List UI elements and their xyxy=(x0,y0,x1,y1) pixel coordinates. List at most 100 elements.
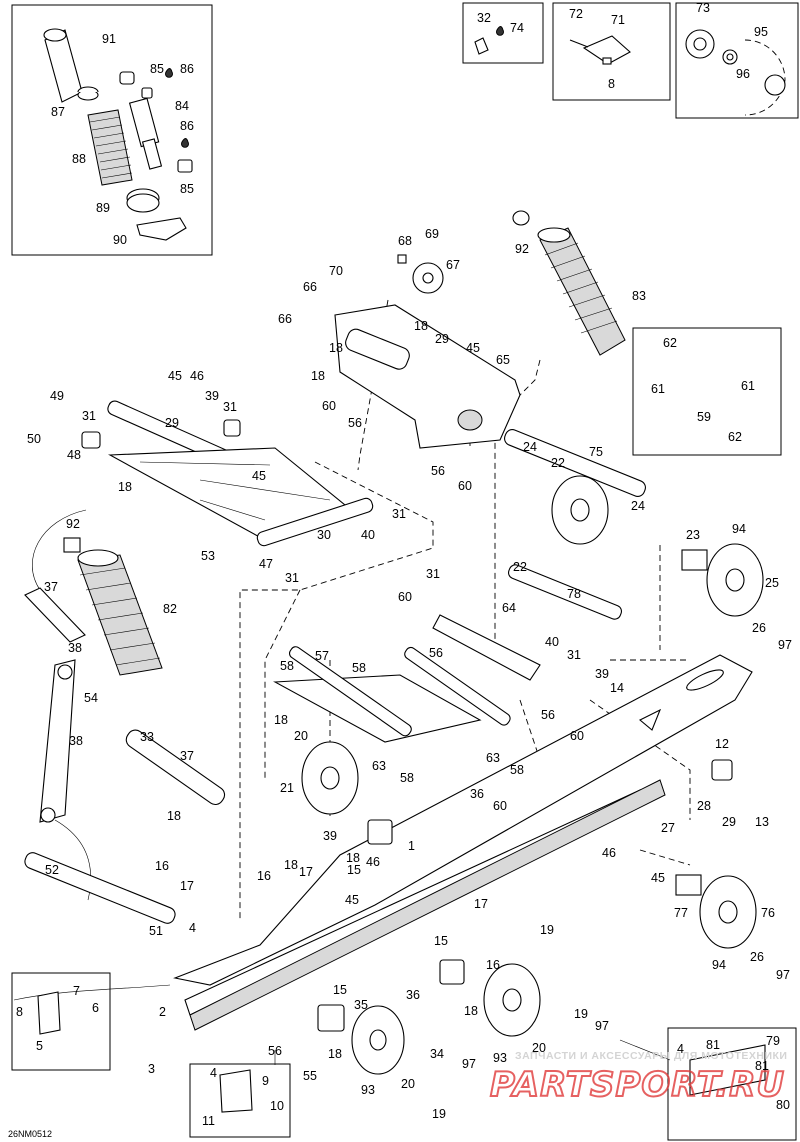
callout-30: 30 xyxy=(317,528,331,542)
callout-56: 56 xyxy=(268,1044,282,1058)
callout-31: 31 xyxy=(223,400,237,414)
callout-29: 29 xyxy=(165,416,179,430)
rail-assembly-drawing xyxy=(173,654,753,1031)
callout-57: 57 xyxy=(315,649,329,663)
callout-65: 65 xyxy=(496,353,510,367)
callout-12: 12 xyxy=(715,737,729,751)
callout-8: 8 xyxy=(608,77,615,91)
callout-18: 18 xyxy=(414,319,428,333)
callout-20: 20 xyxy=(532,1041,546,1055)
callout-81: 81 xyxy=(706,1038,720,1052)
callout-37: 37 xyxy=(44,580,58,594)
callout-34: 34 xyxy=(430,1047,444,1061)
callout-77: 77 xyxy=(674,906,688,920)
callout-53: 53 xyxy=(201,549,215,563)
callout-29: 29 xyxy=(435,332,449,346)
callout-18: 18 xyxy=(329,341,343,355)
callout-4: 4 xyxy=(210,1066,217,1080)
callout-95: 95 xyxy=(754,25,768,39)
callout-2: 2 xyxy=(159,1005,166,1019)
callout-61: 61 xyxy=(651,382,665,396)
callout-17: 17 xyxy=(180,879,194,893)
callout-76: 76 xyxy=(761,906,775,920)
callout-39: 39 xyxy=(595,667,609,681)
callout-46: 46 xyxy=(190,369,204,383)
callout-92: 92 xyxy=(515,242,529,256)
rear-shock-absorber-drawing xyxy=(512,210,626,356)
callout-45: 45 xyxy=(466,341,480,355)
callout-22: 22 xyxy=(513,560,527,574)
callout-51: 51 xyxy=(149,924,163,938)
callout-94: 94 xyxy=(732,522,746,536)
callout-46: 46 xyxy=(366,855,380,869)
stopper-inset-box xyxy=(11,972,111,1071)
callout-48: 48 xyxy=(67,448,81,462)
callout-27: 27 xyxy=(661,821,675,835)
callout-26: 26 xyxy=(752,621,766,635)
callout-58: 58 xyxy=(400,771,414,785)
callout-17: 17 xyxy=(474,897,488,911)
callout-9: 9 xyxy=(262,1074,269,1088)
callout-55: 55 xyxy=(303,1069,317,1083)
callout-58: 58 xyxy=(510,763,524,777)
callout-60: 60 xyxy=(570,729,584,743)
callout-60: 60 xyxy=(322,399,336,413)
callout-60: 60 xyxy=(458,479,472,493)
callout-19: 19 xyxy=(432,1107,446,1121)
callout-79: 79 xyxy=(766,1034,780,1048)
callout-14: 14 xyxy=(610,681,624,695)
callout-93: 93 xyxy=(361,1083,375,1097)
wheels-drawing xyxy=(301,475,764,1075)
callout-62: 62 xyxy=(663,336,677,350)
callout-60: 60 xyxy=(398,590,412,604)
callout-66: 66 xyxy=(303,280,317,294)
callout-97: 97 xyxy=(462,1057,476,1071)
callout-31: 31 xyxy=(567,648,581,662)
callout-3: 3 xyxy=(148,1062,155,1076)
callout-4: 4 xyxy=(189,921,196,935)
callout-18: 18 xyxy=(167,809,181,823)
callout-63: 63 xyxy=(372,759,386,773)
callout-80: 80 xyxy=(776,1098,790,1112)
callout-31: 31 xyxy=(392,507,406,521)
callout-7: 7 xyxy=(73,984,80,998)
front-arm-drawing xyxy=(81,400,374,547)
callout-16: 16 xyxy=(257,869,271,883)
diagram-reference-code: 26NM0512 xyxy=(8,1129,52,1139)
callout-23: 23 xyxy=(686,528,700,542)
callout-83: 83 xyxy=(632,289,646,303)
callout-18: 18 xyxy=(118,480,132,494)
callout-45: 45 xyxy=(651,871,665,885)
callout-58: 58 xyxy=(280,659,294,673)
callout-16: 16 xyxy=(486,958,500,972)
callout-15: 15 xyxy=(434,934,448,948)
callout-45: 45 xyxy=(252,469,266,483)
callout-29: 29 xyxy=(722,815,736,829)
callout-10: 10 xyxy=(270,1099,284,1113)
callout-20: 20 xyxy=(294,729,308,743)
callout-15: 15 xyxy=(333,983,347,997)
callout-25: 25 xyxy=(765,576,779,590)
callout-18: 18 xyxy=(346,851,360,865)
callout-69: 69 xyxy=(425,227,439,241)
callout-40: 40 xyxy=(361,528,375,542)
callout-78: 78 xyxy=(567,587,581,601)
callout-18: 18 xyxy=(274,713,288,727)
callout-36: 36 xyxy=(470,787,484,801)
callout-63: 63 xyxy=(486,751,500,765)
callout-22: 22 xyxy=(551,456,565,470)
callout-33: 33 xyxy=(140,730,154,744)
callout-19: 19 xyxy=(540,923,554,937)
callout-56: 56 xyxy=(541,708,555,722)
callout-86: 86 xyxy=(180,62,194,76)
callout-26: 26 xyxy=(750,950,764,964)
callout-56: 56 xyxy=(348,416,362,430)
callout-87: 87 xyxy=(51,105,65,119)
callout-82: 82 xyxy=(163,602,177,616)
callout-71: 71 xyxy=(611,13,625,27)
callout-18: 18 xyxy=(464,1004,478,1018)
callout-28: 28 xyxy=(697,799,711,813)
callout-86: 86 xyxy=(180,119,194,133)
callout-15: 15 xyxy=(347,863,361,877)
callout-47: 47 xyxy=(259,557,273,571)
